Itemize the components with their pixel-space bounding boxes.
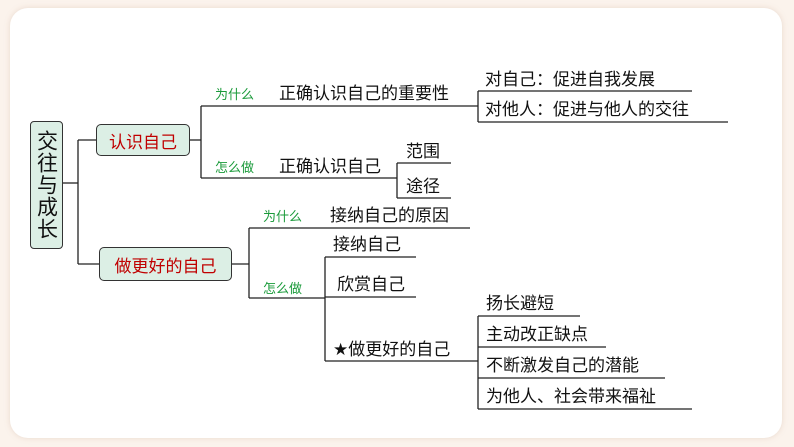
why-label: 为什么 bbox=[215, 88, 255, 103]
point-strengths: 扬长避短 bbox=[486, 294, 554, 314]
point-self: 对自己：促进自我发展 bbox=[485, 70, 655, 90]
point-correct: 主动改正缺点 bbox=[486, 325, 588, 345]
point-approach: 途径 bbox=[406, 177, 440, 197]
point-potential: 不断激发自己的潜能 bbox=[486, 356, 639, 376]
why-topic-2: 接纳自己的原因 bbox=[330, 206, 449, 226]
slide-card bbox=[10, 8, 782, 438]
point-welfare: 为他人、社会带来福祉 bbox=[486, 387, 656, 407]
how-label-2: 怎么做 bbox=[263, 282, 303, 297]
how-topic: 正确认识自己 bbox=[279, 157, 381, 177]
item-appreciate: 欣赏自己 bbox=[337, 275, 405, 295]
root-node: 交往与成长 bbox=[30, 121, 63, 249]
how-label: 怎么做 bbox=[215, 161, 255, 176]
why-label-2: 为什么 bbox=[263, 210, 303, 225]
item-better: ★做更好的自己 bbox=[333, 340, 451, 360]
branch-know-yourself: 认识自己 bbox=[96, 124, 190, 156]
branch-better-self: 做更好的自己 bbox=[99, 247, 232, 281]
point-others: 对他人：促进与他人的交往 bbox=[485, 100, 689, 120]
point-scope: 范围 bbox=[406, 142, 440, 162]
item-accept: 接纳自己 bbox=[333, 235, 401, 255]
why-topic: 正确认识自己的重要性 bbox=[279, 84, 449, 104]
